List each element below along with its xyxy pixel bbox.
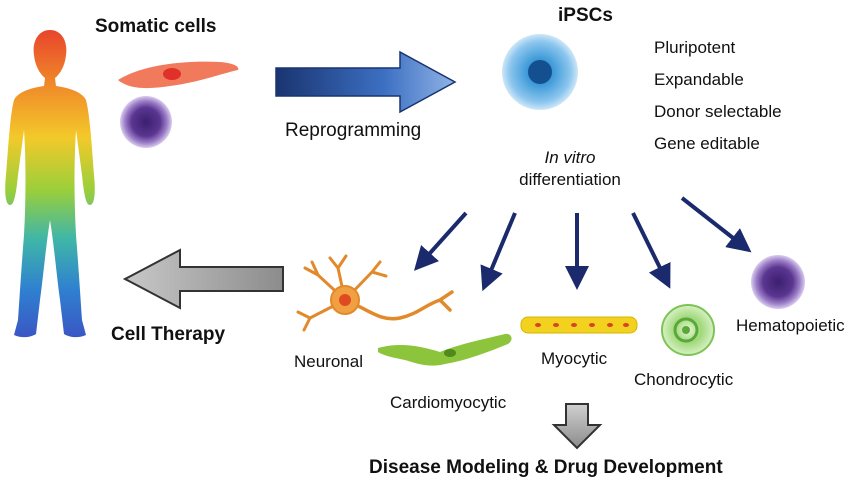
ipsc-cell-icon bbox=[502, 34, 578, 110]
chondrocyte-cell-icon bbox=[661, 304, 715, 356]
cardiomyocyte-cell-icon bbox=[378, 333, 512, 366]
cardiomyocytic-label: Cardiomyocytic bbox=[390, 393, 507, 412]
neuronal-label: Neuronal bbox=[294, 352, 363, 371]
hematopoietic-cell-icon bbox=[751, 255, 805, 309]
ipsc-property-4: Gene editable bbox=[654, 134, 760, 153]
reprogramming-label: Reprogramming bbox=[285, 120, 422, 141]
myocyte-cell-icon bbox=[520, 316, 638, 334]
cell-therapy-label: Cell Therapy bbox=[111, 324, 226, 345]
neuron-cell-icon bbox=[296, 254, 454, 332]
cell-therapy-arrow bbox=[122, 248, 284, 310]
ipsc-property-1: Pluripotent bbox=[654, 38, 736, 57]
chondrocytic-label: Chondrocytic bbox=[634, 370, 734, 389]
outcome-label: Disease Modeling & Drug Development bbox=[369, 457, 723, 478]
hematopoietic-label: Hematopoietic bbox=[736, 316, 845, 335]
differentiation-label-line1: In vitro bbox=[544, 148, 596, 167]
blood-cell-icon bbox=[120, 96, 172, 148]
reprogramming-arrow bbox=[275, 50, 457, 114]
development-arrow bbox=[551, 403, 603, 450]
differentiation-label-line2: differentiation bbox=[519, 170, 621, 189]
somatic-cells-title: Somatic cells bbox=[95, 16, 217, 37]
arrow-to-neuronal bbox=[413, 211, 468, 271]
human-body-icon bbox=[5, 30, 95, 338]
myocytic-label: Myocytic bbox=[541, 349, 608, 368]
arrow-to-cardiomyocytic bbox=[480, 212, 517, 292]
arrow-to-hematopoietic bbox=[680, 196, 752, 253]
ipsc-property-2: Expandable bbox=[654, 70, 744, 89]
differentiation-arrows bbox=[413, 196, 752, 292]
ipsc-title: iPSCs bbox=[558, 5, 613, 26]
ipsc-property-3: Donor selectable bbox=[654, 102, 782, 121]
fibroblast-cell-icon bbox=[118, 61, 239, 89]
arrow-to-chondrocytic bbox=[631, 212, 671, 289]
